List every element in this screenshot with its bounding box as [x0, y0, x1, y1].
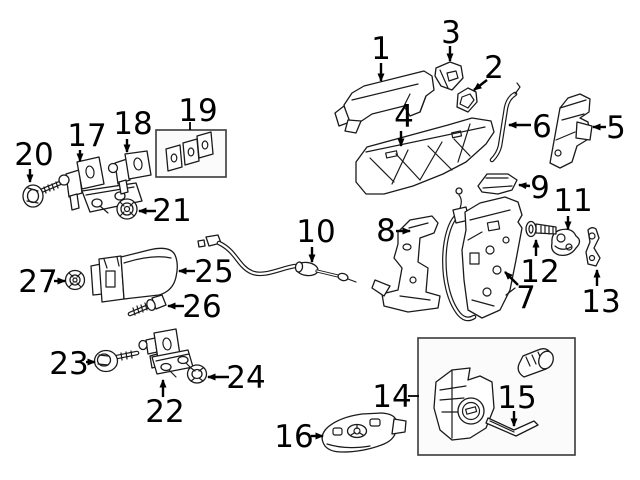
callout-24-label: 24	[226, 360, 265, 396]
lock-bracket-drawing	[549, 93, 593, 169]
striker-drawing	[551, 228, 581, 256]
callout-arrows	[26, 46, 606, 440]
callout-20-label: 20	[14, 137, 53, 173]
callout-2-label: 2	[484, 50, 504, 86]
callout-11-label: 11	[553, 183, 592, 219]
callout-23-label: 23	[49, 346, 88, 382]
callout-9-label: 9	[530, 170, 550, 206]
lower-hinge-drawing	[138, 328, 194, 378]
callout-16-label: 16	[274, 419, 313, 455]
latch-bracket-drawing	[371, 215, 441, 313]
key-blade-drawing	[485, 417, 539, 437]
mount-plate-drawing	[585, 227, 601, 267]
callout-17-label: 17	[67, 118, 106, 154]
callout-19-label: 19	[178, 93, 217, 129]
callout-14-label: 14	[372, 379, 411, 415]
hinge-bolt-drawing	[22, 180, 63, 208]
washer-bolt-drawing	[93, 349, 140, 373]
callout-25-label: 25	[194, 254, 233, 290]
callout-21-label: 21	[152, 193, 191, 229]
handle-sensor-grommet-drawing	[456, 87, 478, 113]
outside-door-handle-drawing	[334, 70, 435, 134]
hinge-link-drawing	[107, 150, 152, 195]
lock-cylinder-kit-drawing	[417, 337, 576, 456]
callout-7-arrow	[504, 271, 519, 286]
callout-22-label: 22	[145, 394, 184, 430]
handle-carrier-drawing	[355, 117, 495, 195]
check-nut-drawing	[64, 269, 86, 291]
striker-bolt-drawing	[525, 220, 557, 238]
latch-clip-drawing	[477, 173, 518, 195]
release-cable-drawing	[197, 234, 357, 283]
callout-4-label: 4	[394, 99, 414, 135]
callout-12-label: 12	[520, 254, 559, 290]
flange-nut-drawing	[116, 198, 138, 220]
callout-5-label: 5	[606, 110, 626, 146]
callout-13-label: 13	[581, 284, 620, 320]
callout-6-label: 6	[532, 109, 552, 145]
hex-nut-drawing	[186, 364, 208, 384]
shim-kit-drawing	[155, 129, 227, 178]
callout-18-label: 18	[113, 106, 152, 142]
callout-15-label: 15	[497, 380, 536, 416]
callout-10-label: 10	[296, 214, 335, 250]
lock-rod-drawing	[489, 82, 521, 163]
callout-26-label: 26	[182, 289, 221, 325]
callout-7-label: 7	[516, 280, 536, 316]
check-bolt-drawing	[127, 294, 167, 317]
callout-3-label: 3	[441, 15, 461, 51]
handle-end-cap-drawing	[434, 61, 464, 91]
callout-27-label: 27	[18, 264, 57, 300]
callout-8-label: 8	[376, 213, 396, 249]
callout-9-arrow	[518, 182, 531, 190]
key-fob-drawing	[321, 412, 407, 453]
callout-2-arrow	[473, 79, 488, 91]
callout-labels: 1 2 3 4 5 6 7 8 9 10 11 12 13 14 15 16 1…	[14, 15, 626, 455]
door-latch-drawing	[442, 187, 523, 322]
callout-1-label: 1	[371, 31, 391, 67]
door-check-drawing	[90, 247, 178, 303]
